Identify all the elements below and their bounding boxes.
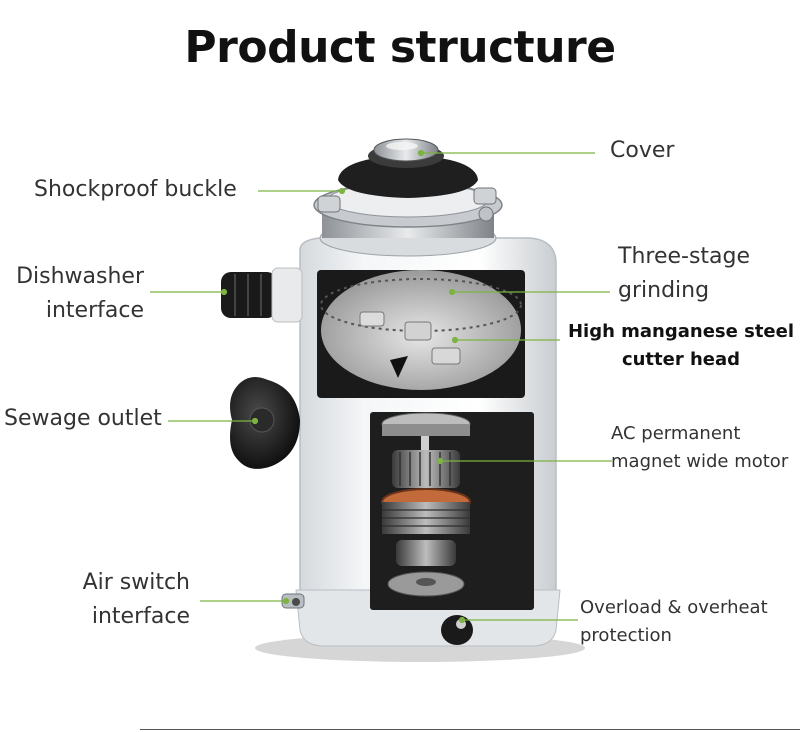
label-cutter-head-line1: High manganese steel (567, 321, 795, 342)
label-sewage-outlet: Sewage outlet (4, 406, 162, 431)
label-shockproof-buckle: Shockproof buckle (34, 177, 237, 202)
label-cover: Cover (610, 138, 675, 163)
label-motor-line2: magnet wide motor (611, 451, 789, 472)
cutter-blade (390, 356, 408, 378)
motor-rotor (392, 450, 460, 488)
label-motor-line1: AC permanent (611, 423, 741, 444)
label-dishwasher-interface-line1: Dishwasher (16, 264, 144, 289)
label-air-switch-line2: interface (91, 604, 190, 629)
impeller-lug-3 (359, 311, 385, 327)
label-three-stage-line1: Three-stage (618, 244, 751, 269)
buckle-tab-right (473, 187, 497, 205)
page-title: Product structure (184, 22, 616, 73)
label-cutter-head-line2: cutter head (621, 349, 741, 370)
label-overload-line2: protection (580, 625, 672, 646)
motor-bearing (396, 540, 456, 566)
buckle-tab-left (317, 195, 341, 213)
label-three-stage-line2: grinding (618, 278, 710, 303)
impeller-lug-1 (404, 321, 432, 341)
bottom-divider (140, 729, 800, 730)
dome (338, 155, 478, 198)
label-overload-line1: Overload & overheat (580, 597, 768, 618)
impeller-lug-2 (431, 347, 461, 365)
label-dishwasher-interface-line2: interface (45, 298, 144, 323)
label-air-switch-line1: Air switch (82, 570, 190, 595)
